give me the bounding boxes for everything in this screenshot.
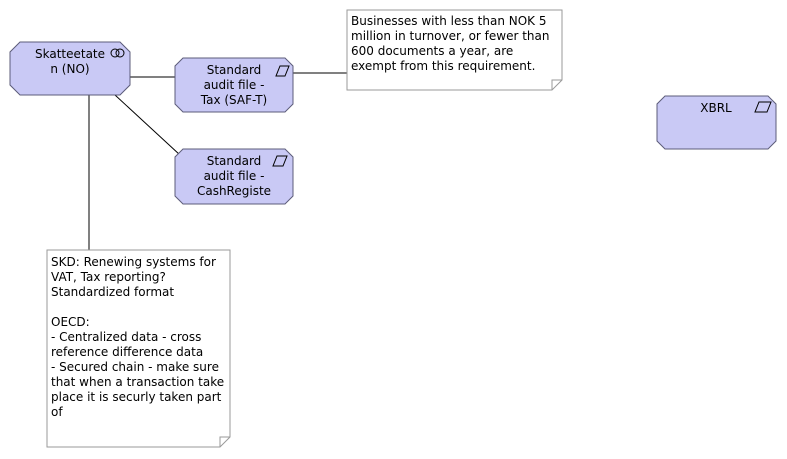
cashregister-label: Standard audit file - CashRegiste <box>196 154 272 198</box>
note-skd[interactable] <box>46 249 231 448</box>
node-xbrl[interactable] <box>656 95 777 150</box>
skatteetaten-label: Skatteetate n (NO) <box>34 47 106 76</box>
data-object-icon <box>275 65 290 77</box>
saft-label: Standard audit file - Tax (SAF-T) <box>200 63 268 107</box>
data-object-icon <box>754 101 772 113</box>
data-object-icon <box>272 155 288 167</box>
connector-skatteetaten-cashregister <box>114 94 181 156</box>
node-cashregister[interactable] <box>174 148 294 205</box>
collaboration-icon <box>110 48 125 58</box>
note-exemption[interactable] <box>346 9 563 91</box>
skd-note-text: SKD: Renewing systems for VAT, Tax repor… <box>51 255 225 419</box>
exemption-note-text: Businesses with less than NOK 5 million … <box>351 14 550 73</box>
node-saft[interactable] <box>174 57 294 113</box>
xbrl-label: XBRL <box>700 101 732 115</box>
node-skatteetaten[interactable] <box>9 41 131 96</box>
